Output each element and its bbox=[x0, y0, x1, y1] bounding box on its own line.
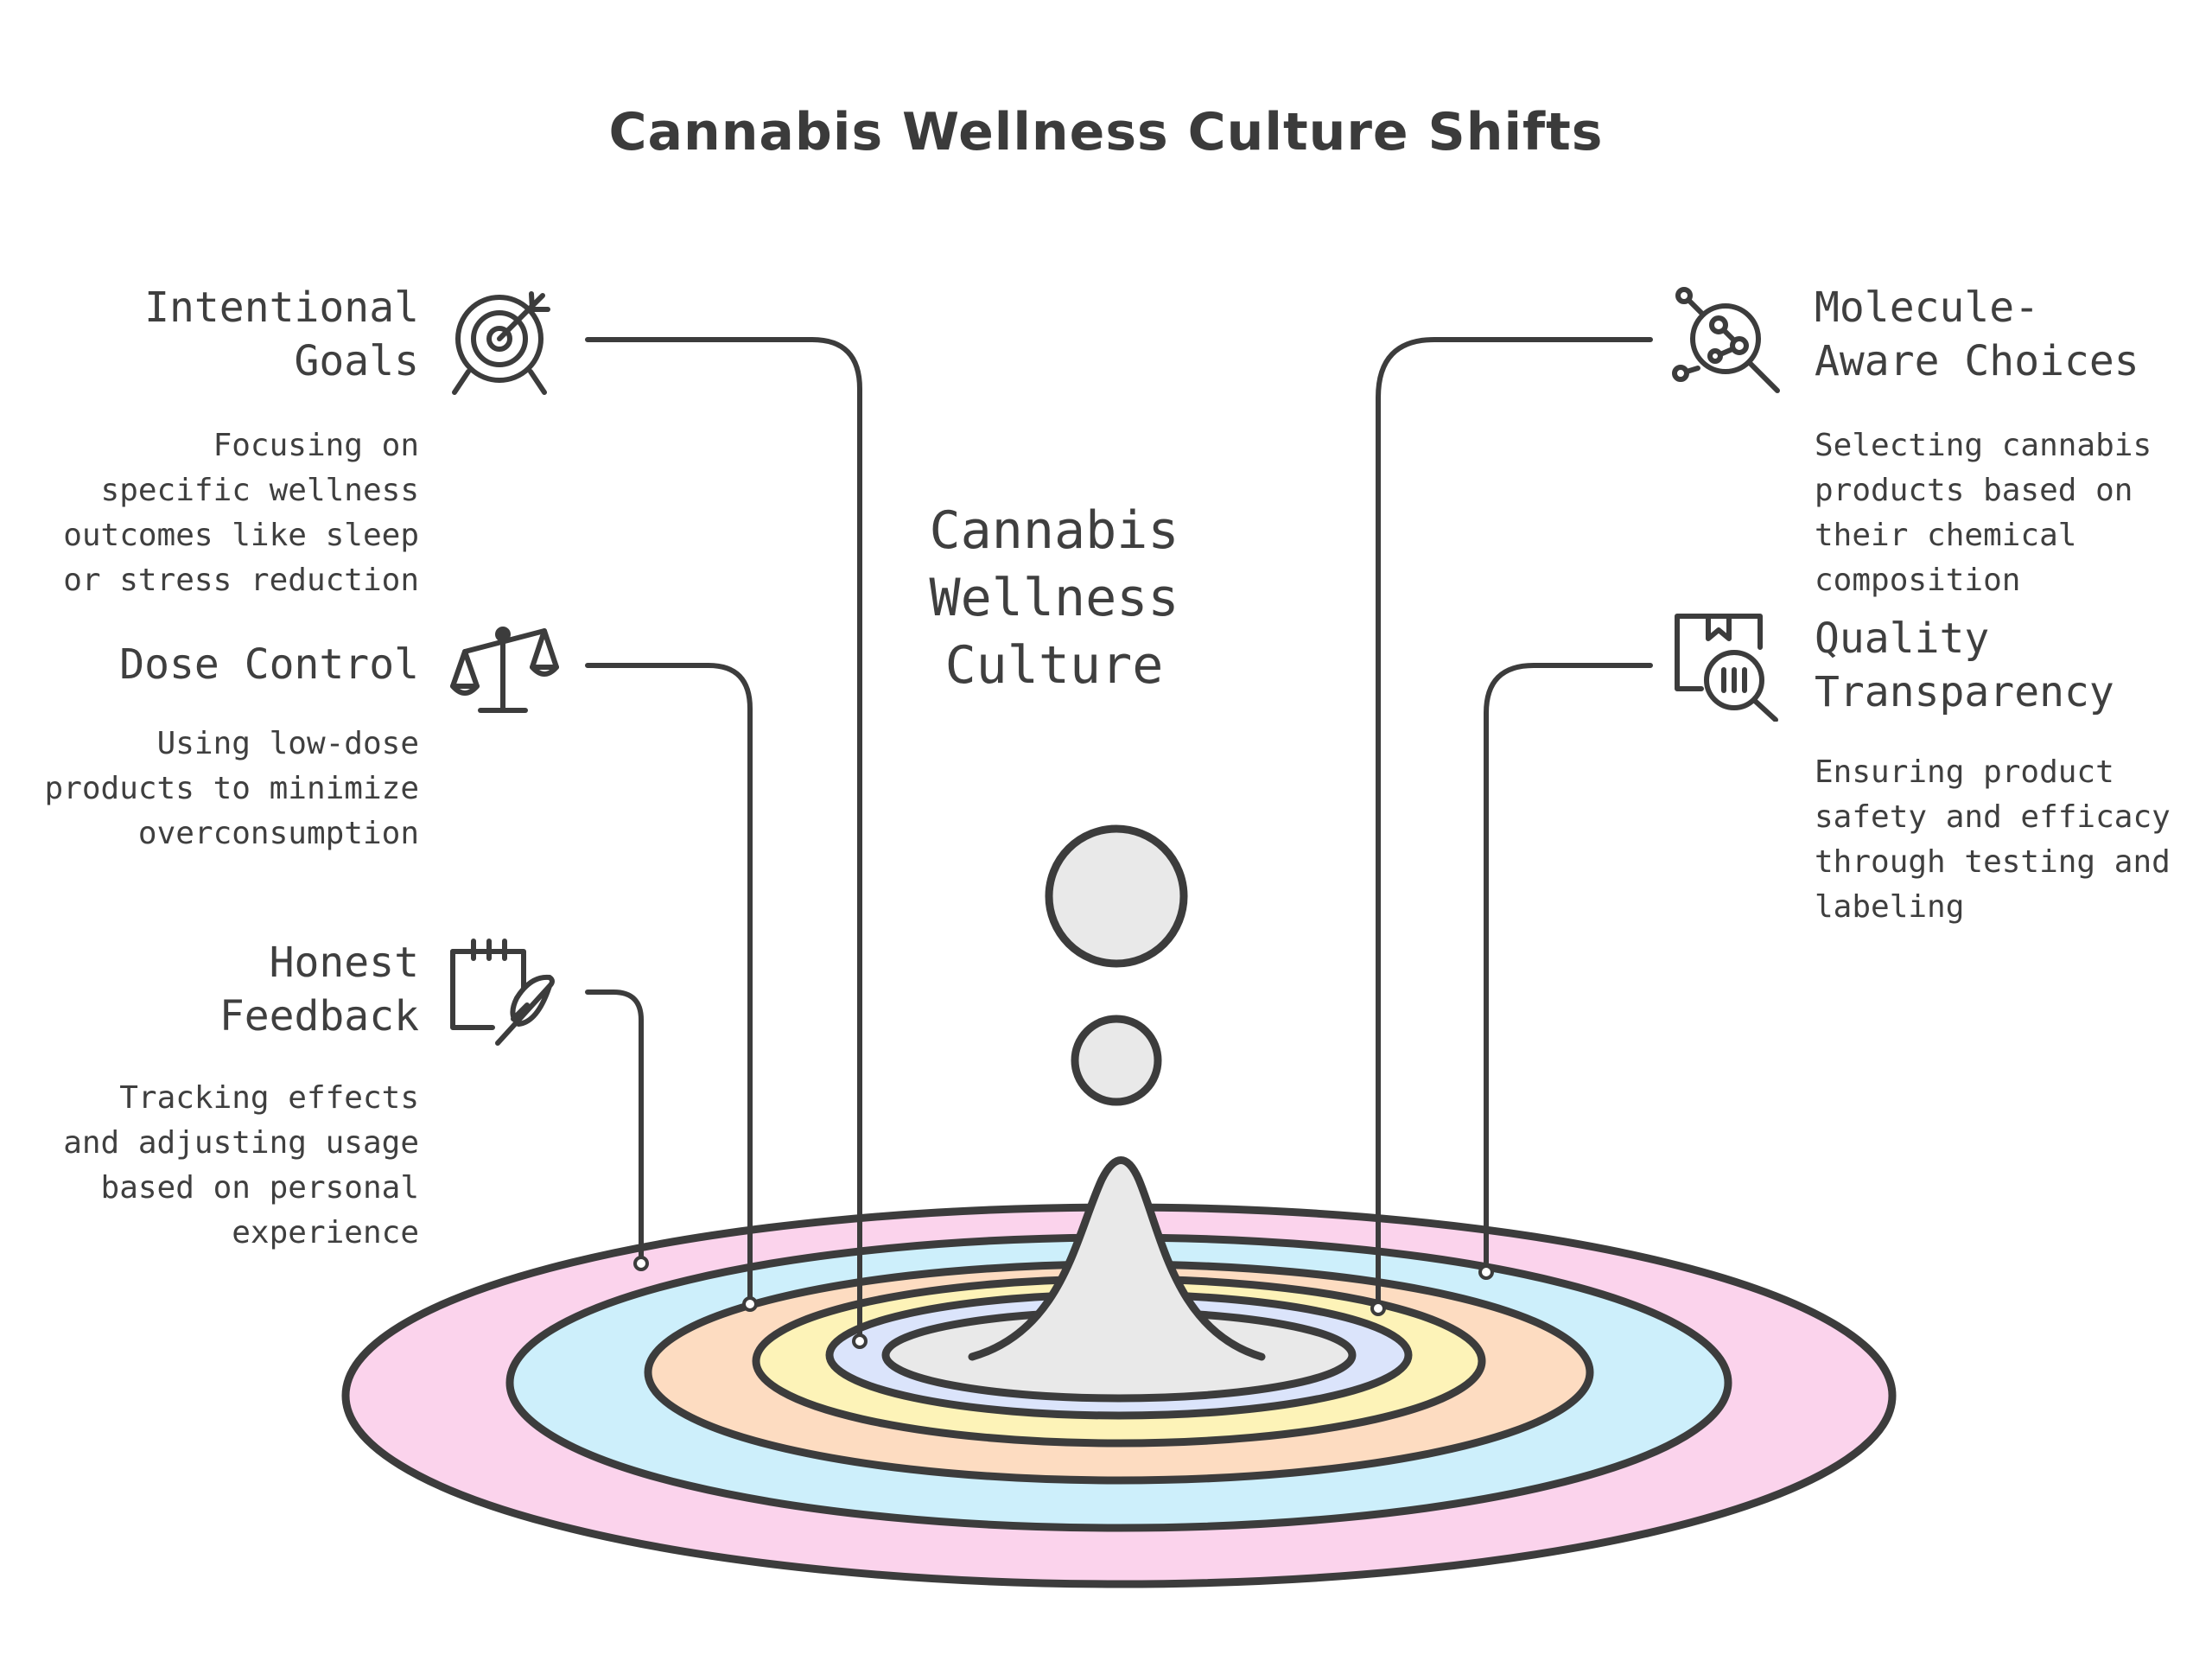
center-label: Cannabis Wellness Culture bbox=[899, 497, 1210, 699]
connector-dose-control bbox=[585, 663, 753, 1303]
connector-endpoints bbox=[633, 1256, 1494, 1349]
intentional-goals-heading-line2: Goals bbox=[294, 337, 420, 385]
center-label-line3: Culture bbox=[944, 635, 1164, 696]
intentional-goals-heading-line1: Intentional bbox=[144, 283, 419, 332]
splash-peak bbox=[972, 1160, 1262, 1367]
endpoint-honest-feedback bbox=[633, 1256, 649, 1271]
connector-quality-transparency bbox=[1484, 663, 1653, 1271]
quality-transparency-heading-line1: Quality bbox=[1815, 614, 1990, 663]
quality-transparency-description: Ensuring product safety and efficacy thr… bbox=[1815, 754, 2171, 925]
droplet-small bbox=[1071, 1015, 1162, 1106]
molecule-aware-heading-line2: Aware Choices bbox=[1815, 337, 2139, 385]
intentional-goals-description: Focusing on specific wellness outcomes l… bbox=[63, 428, 419, 598]
dose-control-description: Using low-dose products to minimize over… bbox=[44, 726, 419, 851]
molecule-aware-heading-line1: Molecule- bbox=[1815, 283, 2040, 332]
label-magnifier-icon bbox=[1675, 614, 1778, 722]
dose-control-heading-line1: Dose Control bbox=[119, 640, 419, 689]
molecule-aware-heading: Molecule- Aware Choices bbox=[1815, 281, 2195, 388]
ripple-rings bbox=[341, 1203, 1897, 1588]
notepad-feather-icon bbox=[450, 939, 555, 1046]
connector-honest-feedback bbox=[585, 990, 644, 1263]
endpoint-molecule-aware bbox=[1370, 1301, 1386, 1316]
molecule-magnifier-icon bbox=[1672, 287, 1780, 393]
honest-feedback-heading-line2: Feedback bbox=[219, 992, 419, 1040]
molecule-aware-description: Selecting cannabis products based on the… bbox=[1815, 428, 2152, 598]
splash-outline bbox=[968, 1156, 1266, 1361]
endpoint-intentional-goals bbox=[852, 1333, 868, 1349]
connector-intentional-goals bbox=[585, 337, 862, 1340]
scale-icon bbox=[450, 627, 559, 713]
dose-control-heading: Dose Control bbox=[52, 638, 419, 691]
endpoint-dose-control bbox=[742, 1296, 758, 1312]
honest-feedback-description: Tracking effects and adjusting usage bas… bbox=[63, 1080, 419, 1250]
honest-feedback-heading-line1: Honest bbox=[269, 939, 419, 987]
center-label-line2: Wellness bbox=[929, 568, 1179, 628]
connectors bbox=[585, 337, 1653, 1340]
target-icon bbox=[452, 291, 550, 395]
quality-transparency-heading-line2: Transparency bbox=[1815, 668, 2114, 716]
droplet-large bbox=[1045, 824, 1188, 968]
honest-feedback-heading: Honest Feedback bbox=[86, 936, 419, 1043]
intentional-goals-heading: Intentional Goals bbox=[86, 281, 419, 388]
center-label-line1: Cannabis bbox=[929, 500, 1179, 561]
endpoint-quality-transparency bbox=[1478, 1264, 1494, 1280]
diagram-title: Cannabis Wellness Culture Shifts bbox=[608, 102, 1604, 162]
quality-transparency-heading: Quality Transparency bbox=[1815, 612, 2195, 719]
connector-molecule-aware bbox=[1376, 337, 1653, 1308]
